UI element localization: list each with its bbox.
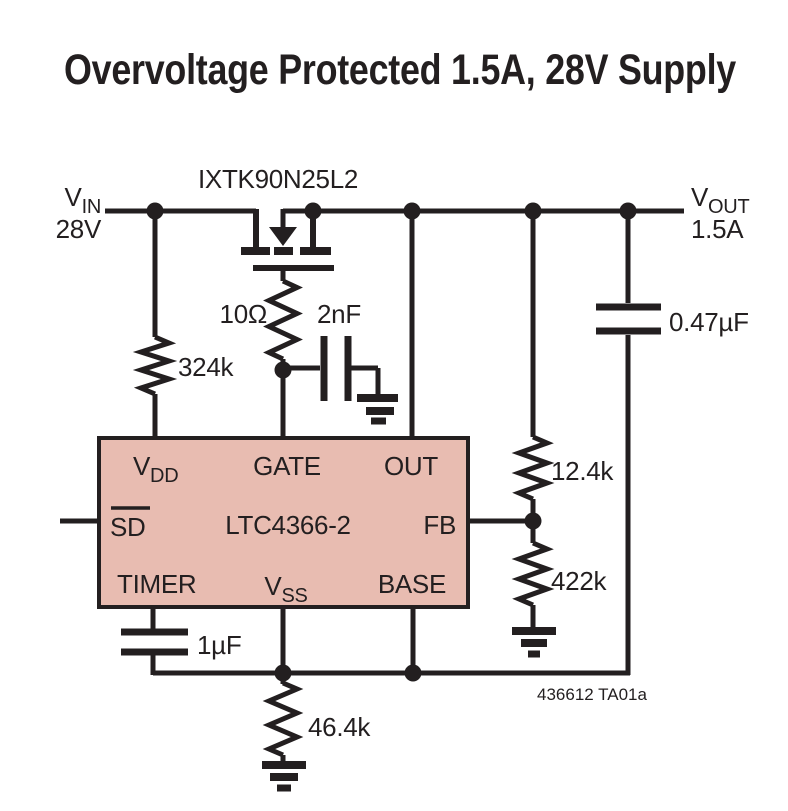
ic-part-number: LTC4366-2 (225, 510, 350, 540)
body-diode-icon (269, 227, 297, 246)
capacitor-0u47-label: 0.47µF (669, 307, 749, 337)
timer-resistor-branch (262, 671, 306, 792)
capacitor-2nf-label: 2nF (317, 299, 361, 329)
pin-label-fb: FB (423, 510, 456, 540)
mosfet-symbol (241, 209, 334, 281)
fb-divider-branch (468, 211, 556, 658)
resistor-46k4-label: 46.4k (308, 712, 371, 742)
vin-value: 28V (56, 214, 102, 244)
pin-label-out: OUT (384, 451, 438, 481)
capacitor-2nf (320, 336, 352, 401)
pin-label-timer: TIMER (117, 569, 196, 599)
resistor-324k-label: 324k (178, 352, 234, 382)
ic-body (97, 436, 470, 609)
resistor-324k (132, 334, 178, 397)
figure-note: 436612 TA01a (537, 685, 648, 704)
mosfet-part-label: IXTK90N25L2 (198, 164, 358, 194)
capacitor-1uf-label: 1µF (197, 630, 241, 660)
pin-label-sd: SD (110, 512, 146, 542)
resistor-46k4 (262, 680, 304, 758)
junction-dots (146, 202, 637, 682)
output-cap-branch (596, 211, 661, 675)
page-title: Overvoltage Protected 1.5A, 28V Supply (64, 46, 736, 94)
ground-symbol-timer (262, 761, 306, 792)
resistor-12k4-label: 12.4k (551, 456, 614, 486)
ground-symbol-fb (512, 627, 556, 658)
capacitor-1uf (121, 628, 188, 656)
resistor-10ohm-label: 10Ω (220, 299, 267, 329)
capacitor-0u47 (596, 303, 661, 335)
vout-value: 1.5A (691, 214, 744, 244)
pin-label-gate: GATE (253, 451, 321, 481)
vdd-branch (132, 211, 178, 438)
resistor-10ohm (263, 278, 303, 362)
resistor-422k-label: 422k (551, 566, 607, 596)
resistor-422k (511, 540, 555, 608)
pin-label-base: BASE (378, 569, 446, 599)
pin-label-vdd: VDD (133, 451, 178, 487)
vout-label: VOUT (691, 182, 749, 218)
timer-branch (121, 607, 188, 675)
pin-label-vss: VSS (264, 571, 307, 607)
ground-symbol-gate (357, 394, 398, 425)
vin-label: VIN (65, 182, 101, 218)
resistor-12k4 (511, 434, 555, 502)
